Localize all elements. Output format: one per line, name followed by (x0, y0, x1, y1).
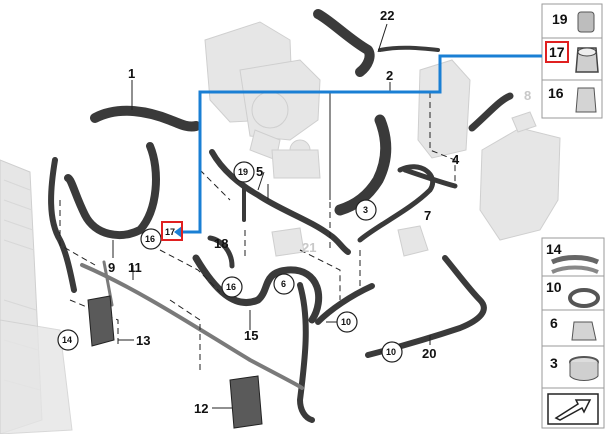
bracket-parts (87, 295, 263, 429)
hoses (48, 9, 514, 423)
callout-7: 7 (424, 208, 431, 223)
callout-11: 11 (128, 260, 142, 275)
callout-15: 15 (244, 328, 258, 343)
callout-8: 8 (524, 88, 531, 103)
callout-12: 12 (194, 401, 208, 416)
clamp-14-icon (550, 255, 600, 274)
callout-13: 13 (136, 333, 150, 348)
clamp-19-icon (577, 11, 595, 33)
arrow-icon (547, 393, 599, 425)
legend-label-17: 17 (549, 44, 565, 60)
callout-14: 14 (62, 335, 72, 345)
highlight-box-legend-17 (545, 41, 569, 63)
clamp-17-icon (575, 47, 599, 73)
callout-3: 3 (363, 205, 368, 215)
callout-1: 1 (128, 66, 135, 81)
callout-18: 18 (214, 236, 228, 251)
callout-6: 6 (281, 279, 286, 289)
callout-22: 22 (380, 8, 394, 23)
clamp-3-icon (569, 356, 599, 381)
legend-label-19: 19 (552, 11, 568, 27)
highlight-arrow (174, 226, 182, 238)
callout-2: 2 (386, 68, 393, 83)
callout-16b: 16 (226, 282, 236, 292)
highlight-path (182, 54, 542, 234)
legend-label-6: 6 (550, 315, 558, 331)
highlight-box-17 (161, 221, 183, 241)
callout-circles (57, 161, 403, 363)
callout-9: 9 (108, 260, 115, 275)
clamp-16-icon (575, 87, 597, 113)
clamp-6-icon (571, 321, 597, 341)
legend-label-10: 10 (546, 279, 562, 295)
legend-label-14: 14 (546, 241, 562, 257)
ghost-engine-components (0, 21, 561, 434)
legend-label-3: 3 (550, 355, 558, 371)
callout-5: 5 (256, 164, 263, 179)
callout-10b: 10 (386, 347, 396, 357)
callout-16a: 16 (145, 234, 155, 244)
callout-4: 4 (452, 152, 460, 167)
callout-20: 20 (422, 346, 436, 361)
clamp-10-icon (568, 288, 600, 308)
callout-19: 19 (238, 167, 248, 177)
callout-21: 21 (302, 240, 316, 255)
callout-10a: 10 (341, 317, 351, 327)
callout-17: 17 (165, 227, 175, 237)
callout-labels: 1 2 3 4 5 6 7 8 9 10 10 11 12 13 14 15 1… (62, 8, 531, 416)
legend-label-16: 16 (548, 85, 564, 101)
legend-panel: 19 17 16 14 10 6 3 (541, 3, 605, 429)
